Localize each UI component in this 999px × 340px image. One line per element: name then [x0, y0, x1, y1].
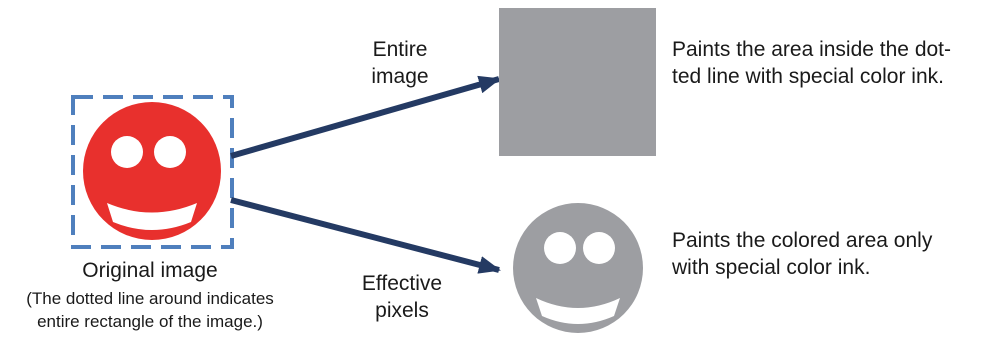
smiley-mouth — [107, 203, 197, 230]
effective-label-line2: pixels — [375, 299, 429, 322]
original-image-note: (The dotted line around indicates entire… — [0, 287, 300, 333]
arrow-to-entire-image — [230, 75, 501, 159]
entire-label-line1: Entire — [372, 38, 428, 61]
entire-image-description: Paints the area inside the dot- ted line… — [672, 36, 951, 90]
effective-desc-line2: with special color ink. — [672, 256, 871, 279]
effective-label-line1: Effective — [361, 272, 443, 295]
arrow-to-effective-pixels — [230, 197, 501, 274]
original-smiley-icon — [83, 102, 221, 240]
entire-desc-line2: ted line with special color ink. — [672, 65, 944, 88]
gray-smiley-face — [513, 203, 643, 333]
effective-desc-line1: Paints the colored area only — [672, 229, 933, 252]
entire-image-result-square — [499, 8, 656, 156]
original-image-caption: Original image — [82, 259, 218, 282]
original-note-line2: entire rectangle of the image.) — [37, 312, 263, 331]
effective-pixels-result-smiley-icon — [513, 203, 643, 333]
gray-smiley-mouth — [536, 298, 620, 324]
smiley-face — [83, 102, 221, 240]
effective-pixels-label: Effective pixels — [342, 270, 462, 324]
smiley-left-eye — [111, 136, 143, 168]
entire-label-line2: image — [371, 65, 429, 88]
original-note-line1: (The dotted line around indicates — [26, 289, 274, 308]
gray-smiley-left-eye — [544, 232, 576, 264]
image-bounds-dashed-frame — [71, 95, 234, 249]
entire-image-label: Entire image — [360, 36, 440, 90]
entire-desc-line1: Paints the area inside the dot- — [672, 38, 952, 61]
smiley-right-eye — [154, 136, 186, 168]
gray-smiley-right-eye — [583, 232, 615, 264]
effective-pixels-description: Paints the colored area only with specia… — [672, 227, 932, 281]
